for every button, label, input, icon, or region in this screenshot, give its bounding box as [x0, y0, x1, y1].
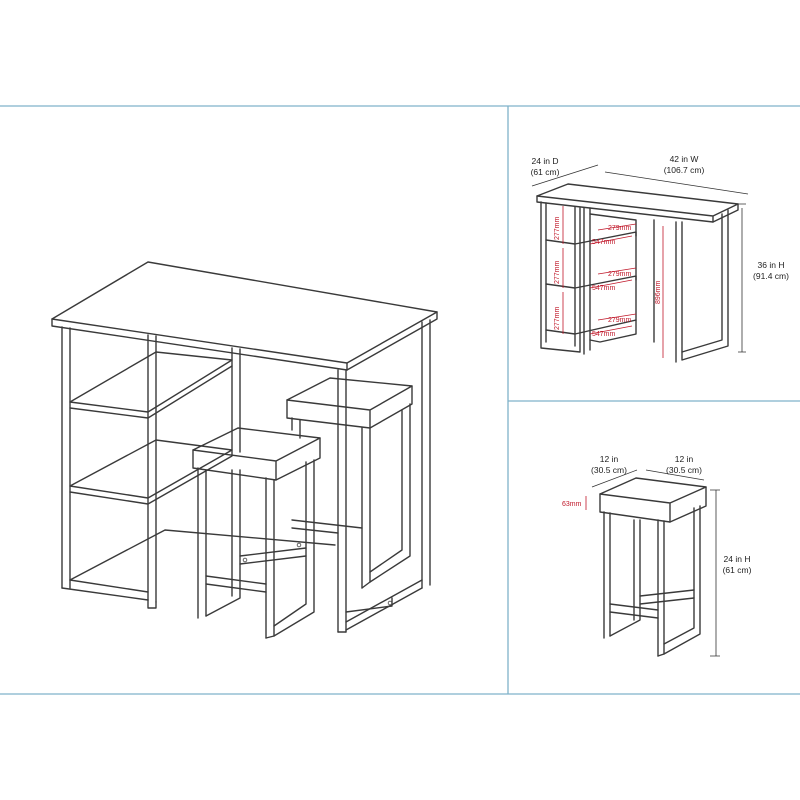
table-height-cm: (91.4 cm) — [753, 271, 789, 281]
shelf-width-1: 547mm — [592, 239, 616, 246]
panel-frames — [0, 105, 800, 695]
shelf-depth-2: 279mm — [608, 271, 632, 278]
shelf-depth-1: 279mm — [608, 225, 632, 232]
stool-height-cm: (61 cm) — [723, 565, 752, 575]
stool-cushion: 63mm — [562, 501, 582, 508]
table-height-in: 36 in H — [758, 260, 785, 270]
stool-dimension-view: 12 in (30.5 cm) 12 in (30.5 cm) 24 in H … — [562, 454, 752, 657]
stool-height-in: 24 in H — [724, 554, 751, 564]
shelf-height-2: 277mm — [554, 260, 561, 284]
table-dimension-view: 24 in D (61 cm) 42 in W (106.7 cm) 36 in… — [531, 154, 789, 363]
table-width-cm: (106.7 cm) — [664, 165, 705, 175]
stool-width-cm: (30.5 cm) — [591, 465, 627, 475]
shelf-height-1: 277mm — [554, 216, 561, 240]
stool-width-in: 12 in — [600, 454, 619, 464]
table-depth-cm: (61 cm) — [531, 167, 560, 177]
stool-depth-in: 12 in — [675, 454, 694, 464]
shelf-depth-3: 279mm — [608, 317, 632, 324]
shelf-width-2: 547mm — [592, 285, 616, 292]
stool-depth-cm: (30.5 cm) — [666, 465, 702, 475]
shelf-width-3: 547mm — [592, 331, 616, 338]
main-table-illustration — [51, 261, 438, 639]
shelf-height-3: 277mm — [554, 306, 561, 330]
inner-height: 896mm — [655, 280, 662, 304]
table-depth-in: 24 in D — [532, 156, 559, 166]
table-width-in: 42 in W — [670, 154, 699, 164]
